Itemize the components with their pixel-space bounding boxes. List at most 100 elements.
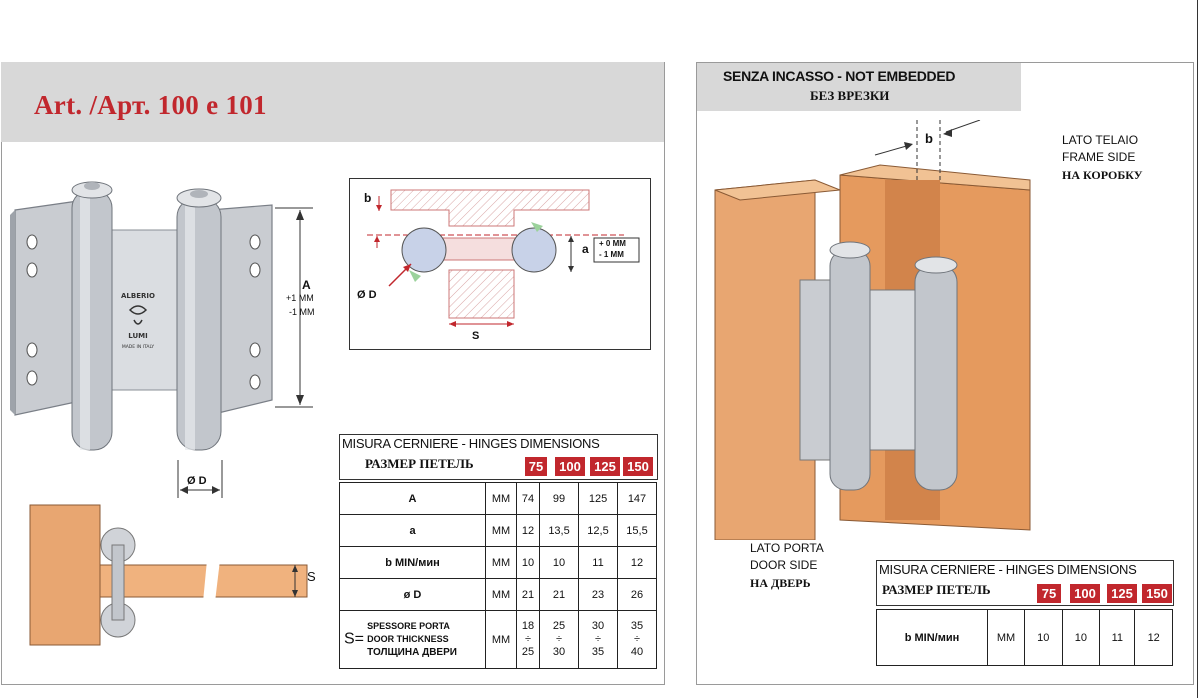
section-tol-minus: - 1 MM: [599, 250, 624, 259]
door-side-it: LATO PORTA: [750, 541, 824, 555]
row-label: ø D: [339, 578, 486, 611]
cell: 10: [515, 546, 541, 579]
table-row: a MM 12 13,5 12,5 15,5: [339, 514, 657, 547]
row-label: A: [339, 482, 486, 515]
cell: 10: [1024, 609, 1063, 666]
cell: 25÷30: [539, 610, 580, 669]
cell: 11: [1099, 609, 1136, 666]
sep: ÷: [524, 633, 532, 645]
section-tol-plus: + 0 MM: [599, 239, 626, 248]
row-unit: MM: [485, 578, 517, 611]
dim-a-tolerance-minus: -1 MM: [289, 307, 315, 317]
cell: 74: [515, 482, 541, 515]
dim-a-tolerance-plus: +1 MM: [286, 293, 314, 303]
cell: 26: [617, 578, 657, 611]
section-svg: [367, 189, 640, 327]
sep: ÷: [556, 633, 563, 645]
right-size-badge-125: 125: [1107, 584, 1137, 603]
cell: 11: [578, 546, 618, 579]
right-b-label: b: [925, 131, 933, 146]
right-table-caption-ru: РАЗМЕР ПЕТЕЛЬ: [882, 582, 991, 597]
door-topview: [29, 504, 308, 646]
row-label: a: [339, 514, 486, 547]
cell: 12,5: [578, 514, 618, 547]
from: 30: [591, 620, 605, 632]
frame-side-it: LATO TELAIO: [1062, 133, 1139, 147]
cell: 21: [539, 578, 580, 611]
left-dimension-table: A MM 74 99 125 147 a MM 12 13,5 12,5 15,…: [339, 482, 657, 669]
door-side-ru: НА ДВЕРЬ: [750, 576, 811, 590]
cell: 15,5: [617, 514, 657, 547]
size-badge-100: 100: [555, 457, 585, 476]
left-table-caption-box: [339, 434, 658, 480]
left-table-caption-ru: РАЗМЕР ПЕТЕЛЬ: [365, 456, 474, 471]
thickness-en: DOOR THICKNESS: [367, 634, 449, 644]
table-row: b MIN/мин MM 10 10 11 12: [876, 609, 1173, 666]
from: 35: [630, 620, 644, 632]
right-dimension-table: b MIN/мин MM 10 10 11 12: [876, 609, 1173, 666]
right-table-caption: MISURA CERNIERE - HINGES DIMENSIONS: [879, 562, 1137, 577]
cell: 23: [578, 578, 618, 611]
cell: 13,5: [539, 514, 580, 547]
table-row: ø D MM 21 21 23 26: [339, 578, 657, 611]
right-header: [697, 63, 1021, 111]
row-unit: MM: [485, 482, 517, 515]
size-badge-75: 75: [525, 457, 547, 476]
cell: 10: [539, 546, 580, 579]
left-title: Art. /Арт. 100 e 101: [34, 90, 267, 120]
frame-side-en: FRAME SIDE: [1062, 150, 1136, 164]
row-label: b MIN/мин: [339, 546, 486, 579]
dim-d-label: Ø D: [187, 475, 207, 487]
table-row: A MM 74 99 125 147: [339, 482, 657, 515]
thickness-prefix: S=: [344, 630, 365, 648]
section-b-label: b: [364, 191, 372, 205]
dimension-a-arrow: [275, 207, 313, 408]
cell: 30÷35: [578, 610, 618, 669]
to: 35: [591, 646, 605, 658]
row-unit: MM: [987, 609, 1025, 666]
from: 18: [521, 620, 535, 632]
cell: 35÷40: [617, 610, 657, 669]
cell: 125: [578, 482, 618, 515]
right-size-badge-150: 150: [1142, 584, 1172, 603]
row-unit: MM: [485, 546, 517, 579]
cell: 21: [515, 578, 541, 611]
cell: 18÷25: [515, 610, 541, 669]
section-a-label: a: [582, 242, 589, 256]
frame-side-ru: НА КОРОБКУ: [1062, 168, 1143, 182]
cell: 147: [617, 482, 657, 515]
right-subtitle: БЕЗ ВРЕЗКИ: [810, 88, 890, 103]
hinge-brand-1: ALBERIO: [121, 292, 155, 300]
dim-a-label: A: [302, 278, 311, 292]
section-d-label: Ø D: [357, 289, 377, 301]
to: 25: [521, 646, 535, 658]
door-s-label: S: [307, 569, 316, 584]
door-side-en: DOOR SIDE: [750, 558, 818, 572]
left-table-caption: MISURA CERNIERE - HINGES DIMENSIONS: [342, 436, 600, 451]
size-badge-125: 125: [590, 457, 620, 476]
right-size-badge-100: 100: [1070, 584, 1100, 603]
from: 25: [552, 620, 566, 632]
row-unit: MM: [485, 514, 517, 547]
to: 40: [630, 646, 644, 658]
to: 30: [552, 646, 566, 658]
section-s-label: S: [472, 330, 480, 342]
installation-illustration: [714, 120, 1031, 540]
cell: 99: [539, 482, 580, 515]
row-label: b MIN/мин: [876, 609, 988, 666]
right-size-badge-75: 75: [1037, 584, 1061, 603]
thickness-label: S= SPESSORE PORTA DOOR THICKNESS ТОЛЩИНА…: [339, 610, 486, 669]
cell: 12: [1134, 609, 1173, 666]
hinge-brand-3: MADE IN ITALY: [122, 344, 155, 350]
right-title: SENZA INCASSO - NOT EMBEDDED: [723, 68, 956, 84]
left-header: [1, 62, 664, 142]
thickness-it: SPESSORE PORTA: [367, 621, 450, 631]
right-table-caption-box: [876, 560, 1174, 606]
sep: ÷: [633, 633, 641, 645]
cell: 10: [1061, 609, 1101, 666]
table-row: b MIN/мин MM 10 10 11 12: [339, 546, 657, 579]
hinge-illustration: ALBERIO LUMI MADE IN ITALY: [10, 181, 273, 451]
dimension-d-arrow: [177, 460, 223, 498]
thickness-ru: ТОЛЩИНА ДВЕРИ: [367, 647, 457, 658]
hinge-brand-2: LUMI: [128, 332, 147, 340]
